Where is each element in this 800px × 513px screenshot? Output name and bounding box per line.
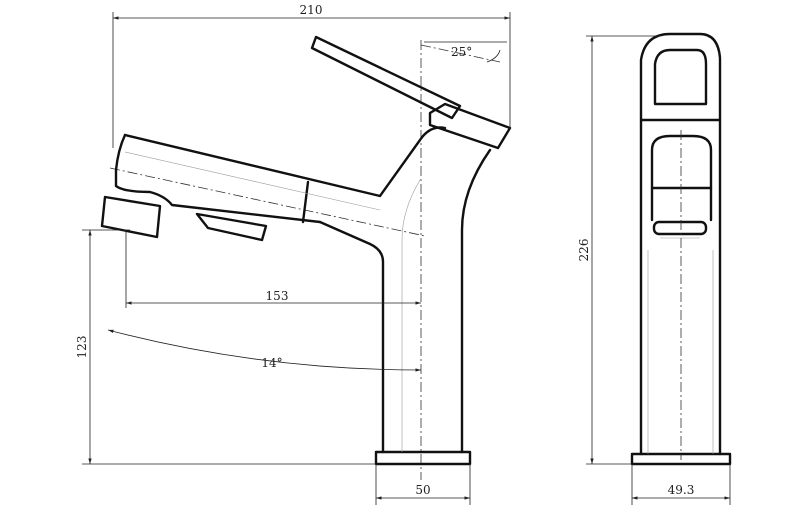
lever-angle-arc <box>486 49 501 63</box>
side-spout-top-edge <box>123 126 447 198</box>
dim-14-arc <box>107 329 422 372</box>
side-base-plate <box>374 450 472 466</box>
front-aerator <box>652 220 708 236</box>
dim-base-width-side: 50 <box>415 483 430 497</box>
dim-base-width-front: 49.3 <box>668 483 695 497</box>
front-lever <box>639 32 722 122</box>
side-lever-arm <box>310 35 462 120</box>
dim-overall-length: 210 <box>300 3 323 17</box>
side-body-front-edge <box>318 220 385 454</box>
front-body <box>639 118 722 456</box>
side-view <box>100 35 512 480</box>
lever-reference-line <box>420 44 501 63</box>
side-aerator <box>100 195 162 239</box>
side-view-dimensions: 210 25° 153 14° 123 50 <box>75 3 511 505</box>
side-spout-joint-line <box>301 180 310 224</box>
front-view <box>630 32 732 466</box>
side-body-rear-edge <box>460 148 492 454</box>
dim-spout-reach: 153 <box>266 289 289 303</box>
front-view-dimensions: 226 49.3 <box>577 35 731 505</box>
side-spray-head <box>195 212 268 242</box>
dim-spout-angle: 14° <box>261 356 282 370</box>
dim-spout-height: 123 <box>75 336 89 359</box>
front-lever-window <box>653 48 708 106</box>
side-spout-inner-line <box>124 151 381 211</box>
dim-overall-height: 226 <box>577 239 591 262</box>
front-spout-recess <box>650 134 713 222</box>
side-lever-cap <box>428 102 512 150</box>
side-spout-bottom-edge <box>114 133 322 224</box>
side-body-inner-line <box>401 179 421 452</box>
dim-lever-angle: 25° <box>451 45 472 59</box>
